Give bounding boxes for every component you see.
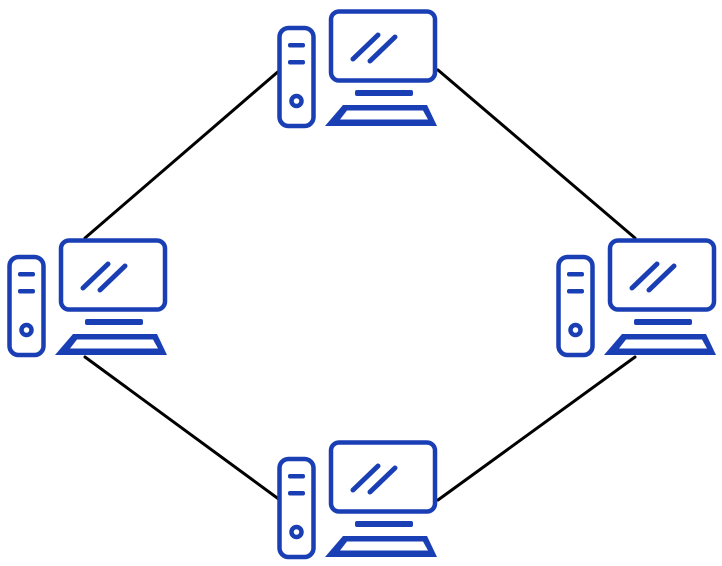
keyboard-inner	[70, 339, 158, 349]
screen-glare	[350, 463, 381, 493]
drive-slot	[288, 474, 305, 479]
power-button	[289, 524, 304, 540]
drive-slot	[18, 272, 35, 277]
computer-node-right	[556, 238, 717, 358]
keyboard-inner	[340, 110, 428, 120]
link-top-right	[436, 68, 637, 240]
desktop-computer-icon	[7, 238, 168, 358]
link-left-bottom	[83, 355, 282, 502]
monitor-neck	[355, 90, 413, 96]
desktop-computer-icon	[277, 9, 438, 129]
keyboard-inner	[619, 339, 707, 349]
tower-case	[7, 254, 46, 358]
monitor-neck	[355, 521, 413, 527]
monitor-neck	[85, 319, 143, 325]
power-button	[289, 93, 304, 109]
drive-slot	[288, 491, 305, 496]
drive-slot	[288, 43, 305, 48]
desktop-computer-icon	[277, 440, 438, 560]
computer-node-left	[7, 238, 168, 358]
drive-slot	[567, 272, 584, 277]
tower-case	[277, 456, 316, 560]
tower-case	[277, 25, 316, 129]
screen-glare	[97, 263, 128, 293]
drive-slot	[567, 289, 584, 294]
desktop-computer-icon	[556, 238, 717, 358]
screen-glare	[350, 32, 381, 62]
network-nodes	[7, 9, 717, 560]
computer-node-top	[277, 9, 438, 129]
screen-glare	[367, 465, 398, 495]
tower-case	[556, 254, 595, 358]
computer-node-bottom	[277, 440, 438, 560]
link-right-bottom	[436, 355, 637, 502]
screen-glare	[629, 261, 660, 291]
monitor-neck	[634, 319, 692, 325]
power-button	[568, 322, 583, 338]
screen-glare	[367, 34, 398, 64]
drive-slot	[288, 60, 305, 65]
network-links	[83, 68, 637, 502]
link-top-left	[83, 68, 282, 240]
keyboard-inner	[340, 541, 428, 551]
drive-slot	[18, 289, 35, 294]
screen-glare	[646, 263, 677, 293]
screen-glare	[80, 261, 111, 291]
power-button	[19, 322, 34, 338]
